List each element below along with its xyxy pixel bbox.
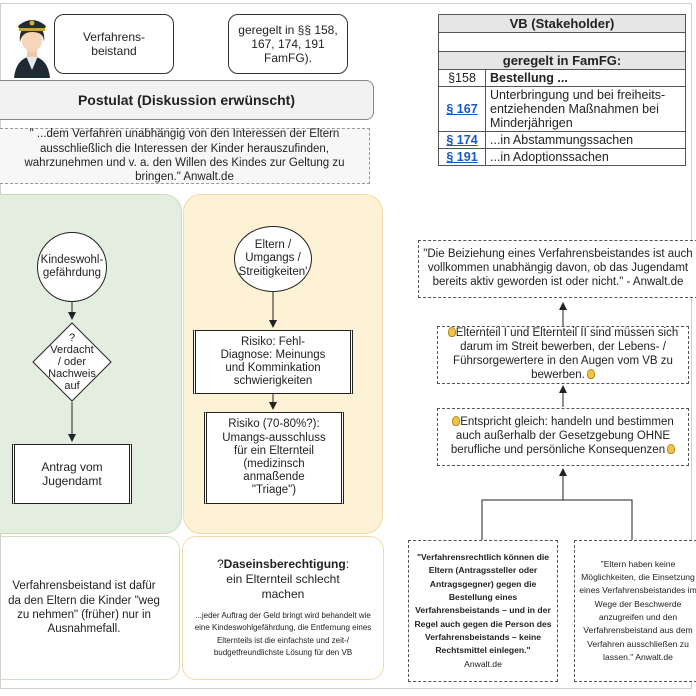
table-subtitle: geregelt in FamFG: xyxy=(438,51,686,70)
eltern-circle: Eltern / Umgangs / Streitigkeiten' xyxy=(234,226,312,292)
lightbulb-icon xyxy=(447,327,456,338)
avatar xyxy=(10,12,54,78)
eltern-keine-quote: "Eltern haben keine Möglichkeiten, die E… xyxy=(574,540,696,682)
lightbulb-icon xyxy=(452,416,461,427)
antrag-box: Antrag vom Jugendamt xyxy=(12,444,132,504)
daseins-heading: ?Daseinsberechtigung: ein Elternteil sch… xyxy=(217,557,349,602)
verdacht-label: ? Verdacht / oder Nachweis auf xyxy=(48,331,96,393)
daseins-bold: Daseinsberechtigung xyxy=(223,556,346,571)
table-row: § 167 Unterbringung und bei freiheits-en… xyxy=(438,86,686,132)
entspricht-text: Entspricht gleich: handeln und bestimmen… xyxy=(450,416,674,456)
para-158: §158 xyxy=(438,69,486,87)
verfahrensrecht-quote: "Verfahrensrechtlich können die Eltern (… xyxy=(408,540,558,682)
lightbulb-icon xyxy=(667,443,676,454)
risiko-2-box: Risiko (70-80%?): Umangs-ausschluss für … xyxy=(204,412,344,504)
green-note: Verfahrensbeistand ist dafür da den Elte… xyxy=(0,536,180,680)
daseins-q: ? xyxy=(216,556,224,571)
risiko-1-box: Risiko: Fehl- Diagnose: Meinungs und Kom… xyxy=(193,330,353,394)
para-191-text: ...in Adoptionssachen xyxy=(485,148,686,166)
yellow-note: ?Daseinsberechtigung: ein Elternteil sch… xyxy=(182,536,384,680)
postulat-title: Postulat (Diskussion erwünscht) xyxy=(0,80,374,120)
verdacht-diamond: ? Verdacht / oder Nachweis auf xyxy=(32,322,112,402)
beiziehung-quote: "Die Beiziehung eines Verfahrensbeistand… xyxy=(418,240,696,298)
link-para-167[interactable]: § 167 xyxy=(438,86,486,132)
verfahrensbeistand-box: Verfahrens- beistand xyxy=(54,14,174,74)
table-row: § 174 ...in Abstammungssachen xyxy=(438,131,686,149)
table-title: VB (Stakeholder) xyxy=(438,14,686,33)
lightbulb-icon xyxy=(586,368,595,379)
table-row: §158 Bestellung ... xyxy=(438,69,686,87)
postulat-quote: " ...dem Verfahren unabhängig von den In… xyxy=(0,128,370,184)
link-para-191[interactable]: § 191 xyxy=(438,148,486,166)
para-174-text: ...in Abstammungssachen xyxy=(485,131,686,149)
entspricht-box: Entspricht gleich: handeln und bestimmen… xyxy=(437,408,689,466)
table-row: § 191 ...in Adoptionssachen xyxy=(438,148,686,166)
geregelt-box: geregelt in §§ 158, 167, 174, 191 FamFG)… xyxy=(228,14,348,74)
para-167-text: Unterbringung und bei freiheits-entziehe… xyxy=(485,86,686,132)
kindeswohl-circle: Kindeswohl- gefährdung xyxy=(37,232,107,302)
daseins-small: ...jeder Auftrag der Geld bringt wird be… xyxy=(194,610,372,657)
verfahrensrecht-text: "Verfahrensrechtlich können die Eltern (… xyxy=(414,552,552,656)
verfahrensrecht-source: Anwalt.de xyxy=(464,658,502,669)
elternteil-text: Elternteil I und Elternteil II sind müss… xyxy=(453,327,679,381)
vb-stakeholder-table: VB (Stakeholder) geregelt in FamFG: §158… xyxy=(438,14,686,166)
daseins-rest: : ein Elternteil schlecht machen xyxy=(226,556,350,601)
elternteil-box: Elternteil I und Elternteil II sind müss… xyxy=(437,326,689,384)
